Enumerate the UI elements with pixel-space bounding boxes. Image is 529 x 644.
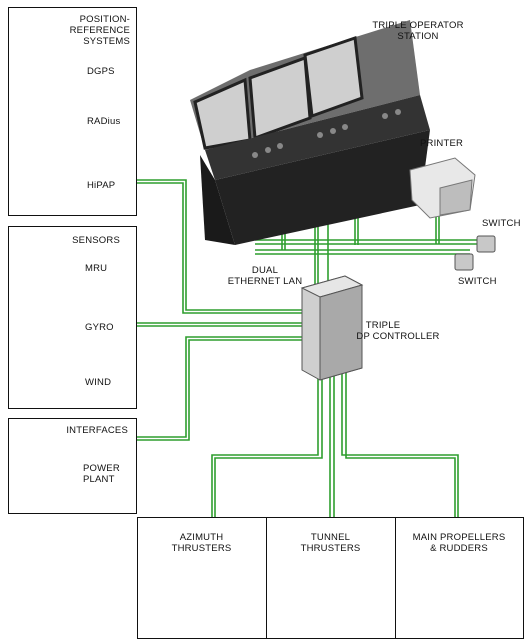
switch-top-label: SWITCH <box>482 218 521 229</box>
tunnel-label-1: TUNNEL <box>310 532 351 543</box>
printer-drawing <box>409 157 476 219</box>
position-title-2: REFERENCE <box>69 25 130 36</box>
switch-bottom-label: SWITCH <box>458 276 497 287</box>
interfaces-box: INTERFACES POWER PLANT <box>8 418 137 514</box>
controller-label-1: TRIPLE <box>365 320 401 331</box>
station-label-2: STATION <box>397 31 439 42</box>
radius-label: RADius <box>87 116 121 127</box>
controller-label-2: DP CONTROLLER <box>356 331 440 342</box>
switch-drawings <box>454 235 496 271</box>
mru-label: MRU <box>85 263 108 274</box>
operator-station-drawing <box>190 20 430 245</box>
dgps-label: DGPS <box>87 66 115 77</box>
printer-label: PRINTER <box>420 138 464 149</box>
power-plant-label-1: POWER <box>83 463 120 474</box>
hipap-label: HiPAP <box>87 180 116 191</box>
station-label-1: TRIPLE OPERATOR <box>372 20 464 31</box>
interfaces-title: INTERFACES <box>66 425 128 436</box>
gyro-label: GYRO <box>85 322 114 333</box>
azimuth-thrusters-box: AZIMUTH THRUSTERS <box>137 517 267 639</box>
dp-controller-drawing <box>300 275 364 381</box>
power-plant-label-2: PLANT <box>83 474 115 485</box>
tunnel-label-2: THRUSTERS <box>300 543 361 554</box>
position-title-1: POSITION- <box>79 14 130 25</box>
lan-label-1: DUAL <box>251 265 279 276</box>
wind-label: WIND <box>85 377 112 388</box>
tunnel-thrusters-box: TUNNEL THRUSTERS <box>266 517 396 639</box>
sensors-title: SENSORS <box>72 235 120 246</box>
azimuth-label-1: AZIMUTH <box>179 532 224 543</box>
main-label-1: MAIN PROPELLERS <box>412 532 506 543</box>
azimuth-label-2: THRUSTERS <box>171 543 232 554</box>
position-reference-box: POSITION- REFERENCE SYSTEMS DGPS RADius … <box>8 7 137 216</box>
sensors-box: SENSORS MRU GYRO WIND <box>8 226 137 409</box>
main-label-2: & RUDDERS <box>430 543 488 554</box>
position-title-3: SYSTEMS <box>83 36 130 47</box>
main-propellers-box: MAIN PROPELLERS & RUDDERS <box>395 517 524 639</box>
lan-label-2: ETHERNET LAN <box>227 276 303 287</box>
